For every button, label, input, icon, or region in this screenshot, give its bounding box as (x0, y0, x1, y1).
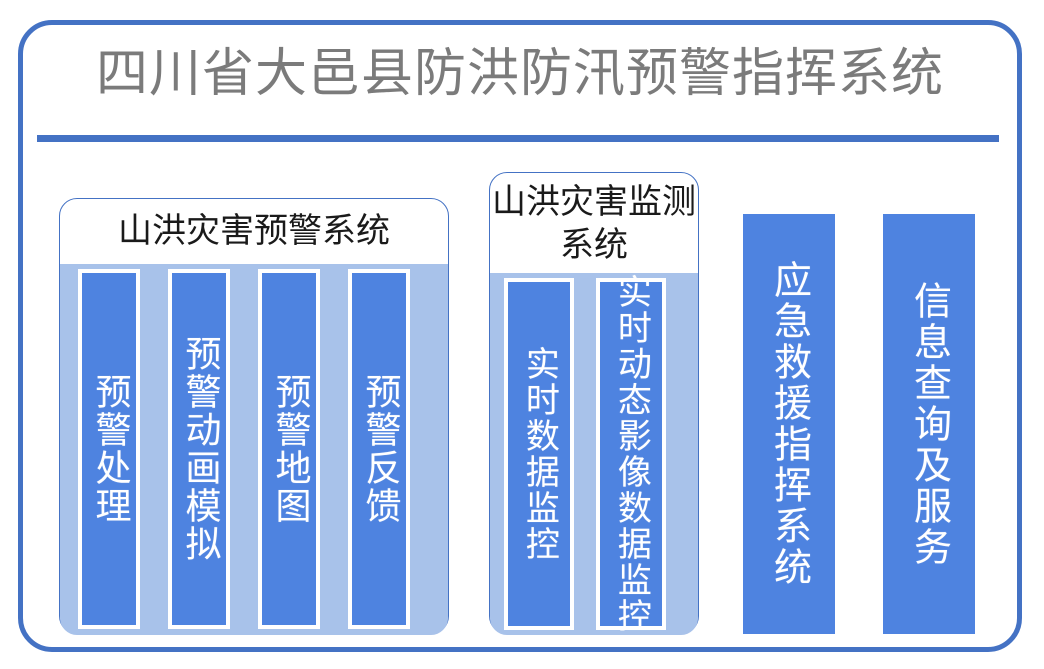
group-monitor-system-title: 山洪灾害监测系统 (492, 182, 696, 265)
module-emergency-rescue-command-system-label: 应急救援指挥系统 (767, 260, 812, 588)
title-divider (37, 135, 999, 142)
group-monitor-system[interactable]: 山洪灾害监测系统 实时数据监控 实时动态影像数据监控 (489, 172, 699, 635)
module-realtime-dynamic-image-data-monitoring-label: 实时动态影像数据监控 (611, 274, 652, 634)
module-realtime-data-monitoring[interactable]: 实时数据监控 (504, 278, 574, 630)
group-warning-system[interactable]: 山洪灾害预警系统 预警处理 预警动画模拟 预警地图 预警反馈 (59, 198, 449, 635)
module-warning-animation-simulation[interactable]: 预警动画模拟 (168, 269, 230, 629)
module-warning-feedback-label: 预警反馈 (359, 373, 401, 525)
module-emergency-rescue-command-system[interactable]: 应急救援指挥系统 (743, 214, 835, 634)
module-realtime-data-monitoring-label: 实时数据监控 (519, 346, 560, 562)
module-info-query-and-service[interactable]: 信息查询及服务 (883, 214, 975, 634)
module-warning-feedback[interactable]: 预警反馈 (348, 269, 410, 629)
module-realtime-dynamic-image-data-monitoring[interactable]: 实时动态影像数据监控 (596, 274, 666, 634)
module-warning-animation-simulation-label: 预警动画模拟 (179, 335, 221, 563)
module-warning-map-label: 预警地图 (269, 373, 311, 525)
module-warning-processing[interactable]: 预警处理 (78, 269, 140, 629)
header: 四川省大邑县防洪防汛预警指挥系统 (23, 25, 1017, 142)
diagram-content: 山洪灾害预警系统 预警处理 预警动画模拟 预警地图 预警反馈 山洪灾害监测系统 … (23, 142, 1017, 652)
module-info-query-and-service-label: 信息查询及服务 (907, 280, 952, 568)
module-warning-processing-label: 预警处理 (89, 373, 131, 525)
system-diagram-frame: 四川省大邑县防洪防汛预警指挥系统 山洪灾害预警系统 预警处理 预警动画模拟 预警… (18, 20, 1022, 652)
page-title: 四川省大邑县防洪防汛预警指挥系统 (95, 44, 944, 104)
module-warning-map[interactable]: 预警地图 (258, 269, 320, 629)
group-warning-system-title: 山洪灾害预警系统 (118, 211, 390, 251)
